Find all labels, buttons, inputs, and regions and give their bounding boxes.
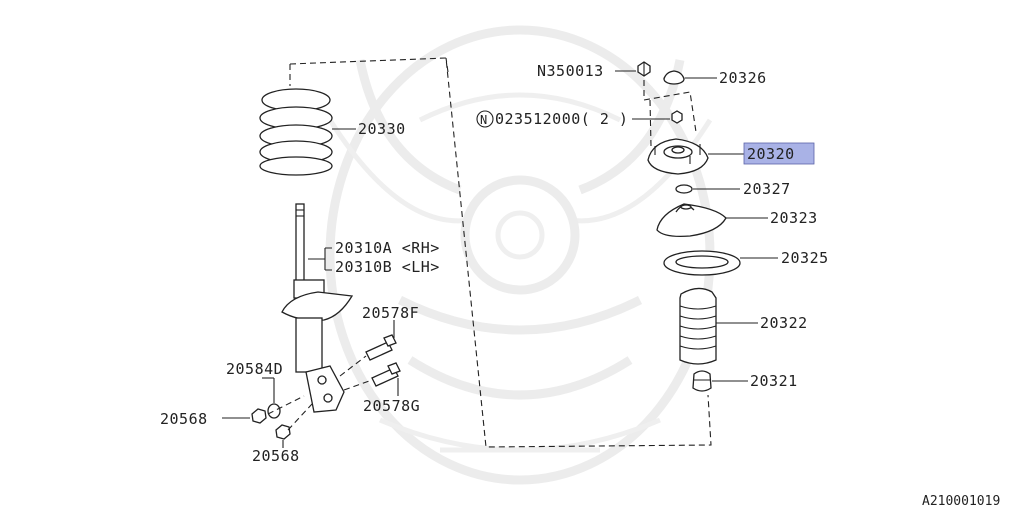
- label-20322: 20322: [760, 314, 808, 332]
- nut-top: [637, 61, 651, 77]
- boot: [679, 287, 717, 365]
- figure-code: A210001019: [922, 494, 1000, 509]
- label-20310a: 20310A <RH>: [335, 239, 440, 257]
- label-20578f: 20578F: [362, 304, 419, 322]
- strut-mount: [647, 138, 709, 175]
- label-nut-note: 023512000( 2 ): [495, 110, 628, 128]
- label-20568-bottom: 20568: [252, 447, 300, 465]
- label-20584d: 20584D: [226, 360, 283, 378]
- rubber-seat: [663, 250, 741, 276]
- bolt-upper: [365, 334, 397, 361]
- highlight-box[interactable]: [743, 142, 815, 165]
- label-20568-left: 20568: [160, 410, 208, 428]
- label-20326: 20326: [719, 69, 767, 87]
- label-20321: 20321: [750, 372, 798, 390]
- label-n350013: N350013: [537, 62, 604, 80]
- n-circle-symbol: [476, 110, 494, 128]
- label-20325: 20325: [781, 249, 829, 267]
- nut-mount: [671, 110, 683, 124]
- label-20578g: 20578G: [363, 397, 420, 415]
- nut-left: [251, 408, 267, 424]
- spring-seat: [656, 203, 727, 238]
- label-20327: 20327: [743, 180, 791, 198]
- cap: [663, 70, 685, 85]
- nut-bottom: [275, 424, 291, 440]
- bolt-lower: [371, 362, 401, 387]
- label-20320[interactable]: 20320: [747, 145, 795, 163]
- label-20330: 20330: [358, 120, 406, 138]
- assembly-outline: [289, 57, 712, 448]
- strut: [281, 203, 354, 413]
- washer: [267, 403, 281, 419]
- coil-spring: [259, 88, 333, 176]
- bump-stop: [692, 370, 712, 392]
- label-20323: 20323: [770, 209, 818, 227]
- watermark-emblem: [325, 25, 715, 485]
- bushing: [675, 184, 693, 194]
- label-20310b: 20310B <LH>: [335, 258, 440, 276]
- n-circle-letter: N: [480, 113, 487, 127]
